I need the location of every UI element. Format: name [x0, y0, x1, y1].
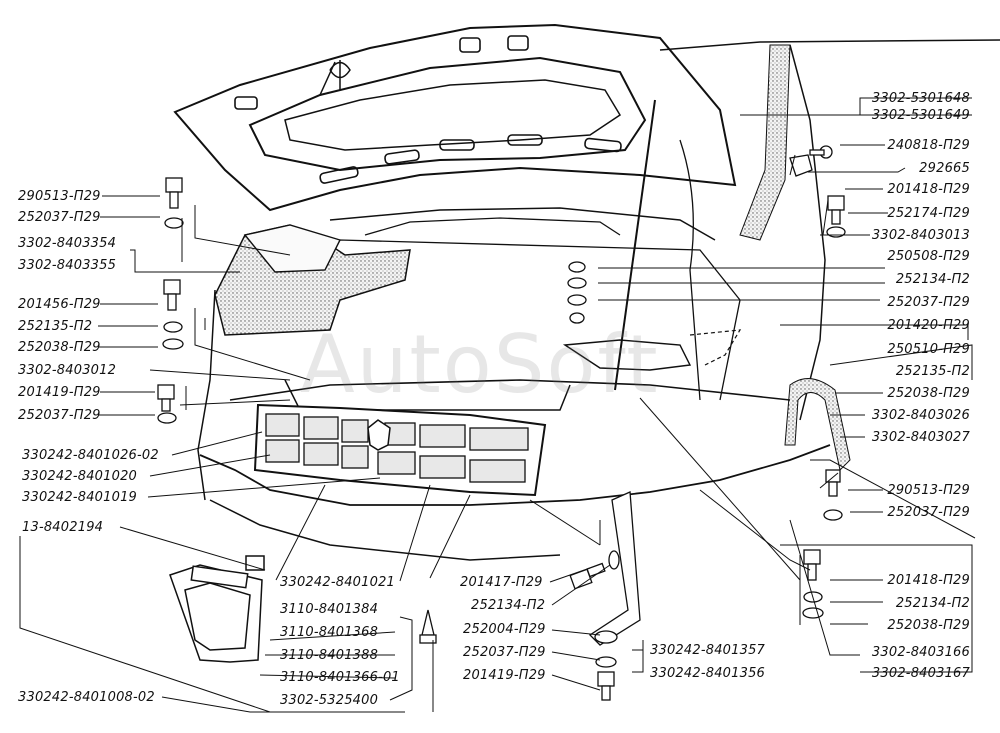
part-label-right-5: 252174-П29	[887, 206, 970, 221]
part-label-right-18: 201418-П29	[887, 573, 970, 588]
part-label-bottom-12: 330242-8401008-02	[18, 690, 155, 705]
part-label-right-21: 3302-8403166	[871, 645, 970, 660]
part-label-right-10: 201420-П29	[887, 318, 970, 333]
part-label-bottom-6: 330242-8401357	[650, 643, 766, 658]
part-label-right-1: 3302-5301649	[871, 108, 970, 123]
front-panel-top	[229, 379, 791, 401]
hood-spring	[329, 60, 351, 90]
bumper-outline	[199, 444, 831, 506]
part-label-right-16: 290513-П29	[887, 483, 970, 498]
radiator-support	[284, 379, 571, 411]
right-fasteners	[567, 145, 846, 619]
part-label-bottom-7: 330242-8401356	[650, 666, 766, 681]
part-label-bottom-1: 201417-П29	[460, 575, 543, 590]
part-label-left-4: 201456-П29	[18, 297, 101, 312]
dashed-bracket-outline	[689, 329, 742, 366]
part-label-left-10: 330242-8401026-02	[22, 448, 159, 463]
hood-inner-window	[284, 79, 622, 151]
hood-inner-panel	[248, 56, 647, 172]
cowl-grille	[364, 217, 621, 236]
leader-lines	[19, 97, 976, 713]
part-label-bottom-11: 3110-8401366-01	[280, 670, 400, 685]
part-label-left-0: 290513-П29	[18, 189, 101, 204]
right-bracket	[562, 339, 692, 371]
part-label-bottom-0: 330242-8401021	[280, 575, 396, 590]
part-label-right-4: 201418-П29	[887, 182, 970, 197]
grille-slats	[265, 413, 529, 483]
part-label-left-1: 252037-П29	[18, 210, 101, 225]
fender-edge	[659, 39, 1000, 51]
part-label-right-7: 250508-П29	[887, 249, 970, 264]
hood-latch-arm	[319, 61, 336, 96]
part-label-right-14: 3302-8403026	[871, 408, 970, 423]
part-label-right-17: 252037-П29	[887, 505, 970, 520]
part-label-bottom-10: 3110-8401388	[280, 648, 379, 663]
part-label-right-3: 292665	[919, 161, 970, 176]
part-label-right-20: 252038-П29	[887, 618, 970, 633]
bottom-fasteners	[419, 491, 641, 701]
part-label-right-11: 250510-П29	[887, 342, 970, 357]
part-label-left-13: 13-8402194	[22, 520, 104, 535]
part-label-right-0: 3302-5301648	[871, 91, 970, 106]
part-label-right-12: 252135-П2	[895, 364, 970, 379]
air-duct-top	[243, 224, 341, 273]
part-label-bottom-5: 201419-П29	[463, 668, 546, 683]
part-label-left-2: 3302-8403354	[18, 236, 117, 251]
hood-vent-slots	[234, 35, 622, 184]
a-pillar-stipple	[739, 44, 791, 241]
part-label-right-15: 3302-8403027	[871, 430, 970, 445]
part-label-right-2: 240818-П29	[887, 138, 970, 153]
left-fasteners	[157, 177, 184, 424]
part-label-right-9: 252037-П29	[887, 295, 970, 310]
part-label-bottom-3: 252004-П29	[463, 622, 546, 637]
part-label-right-19: 252134-П2	[895, 596, 970, 611]
grille-emblem	[367, 419, 391, 451]
part-label-right-6: 3302-8403013	[871, 228, 970, 243]
part-label-left-8: 201419-П29	[18, 385, 101, 400]
fender-contour	[789, 44, 826, 421]
part-label-bottom-8: 3110-8401384	[280, 602, 379, 617]
part-label-bottom-13: 3302-5325400	[280, 693, 379, 708]
part-label-left-9: 252037-П29	[18, 408, 101, 423]
hood-cable	[679, 139, 701, 401]
part-label-left-7: 3302-8403012	[18, 363, 117, 378]
part-label-bottom-2: 252134-П2	[471, 598, 546, 613]
part-label-bottom-4: 252037-П29	[463, 645, 546, 660]
part-label-right-8: 252134-П2	[895, 272, 970, 287]
part-label-right-13: 252038-П29	[887, 386, 970, 401]
bay-left-wall	[197, 289, 216, 501]
part-label-right-22: 3302-8403167	[871, 666, 970, 681]
part-label-left-12: 330242-8401019	[22, 490, 138, 505]
hood-outer-outline	[173, 23, 737, 212]
bumper-lower	[209, 499, 561, 561]
part-label-left-6: 252038-П29	[18, 340, 101, 355]
part-label-left-11: 330242-8401020	[22, 469, 138, 484]
prop-rod	[614, 99, 656, 391]
wheel-arch-stipple	[784, 378, 851, 472]
part-label-left-3: 3302-8403355	[18, 258, 117, 273]
part-label-bottom-9: 3110-8401368	[280, 625, 379, 640]
windscreen-cowl	[329, 207, 716, 241]
part-label-left-5: 252135-П2	[18, 319, 93, 334]
lamp-housing	[169, 555, 265, 663]
